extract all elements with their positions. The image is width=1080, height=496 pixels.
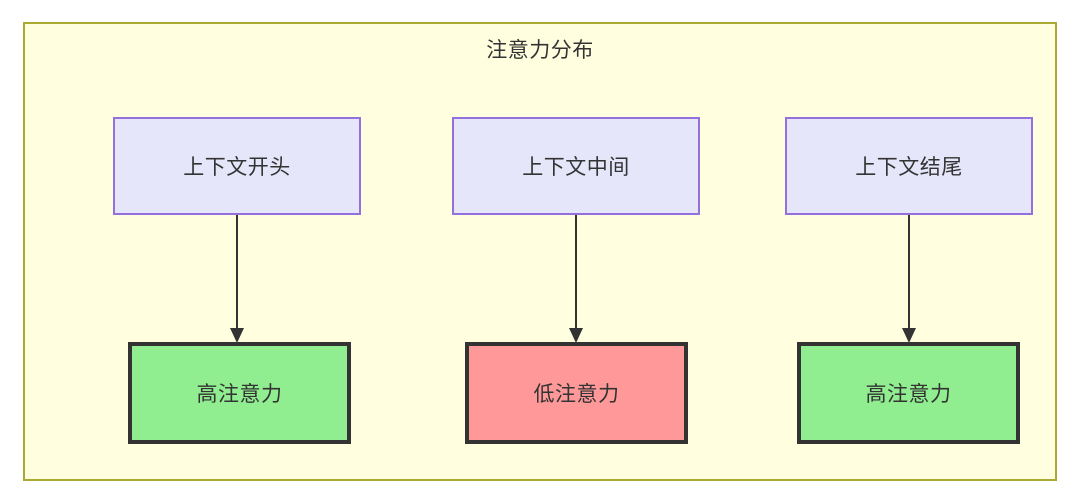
node-context-end[interactable]: 上下文结尾 xyxy=(785,117,1033,215)
node-label: 低注意力 xyxy=(533,383,620,406)
node-attention-high-end[interactable]: 高注意力 xyxy=(797,342,1020,444)
node-label: 高注意力 xyxy=(196,383,283,406)
node-label: 上下文开头 xyxy=(183,156,291,179)
node-label: 上下文结尾 xyxy=(855,156,963,179)
attention-distribution-subgraph: 注意力分布 上下文开头 上下文中间 上下文结尾 xyxy=(23,22,1057,481)
node-attention-low-middle[interactable]: 低注意力 xyxy=(465,342,688,444)
edge-context-middle-to-attention xyxy=(565,215,587,343)
arrow-down-icon xyxy=(230,215,244,343)
arrow-down-icon xyxy=(569,215,583,343)
node-context-middle[interactable]: 上下文中间 xyxy=(452,117,700,215)
arrow-down-icon xyxy=(902,215,916,343)
diagram-title: 注意力分布 xyxy=(486,39,594,62)
node-context-start[interactable]: 上下文开头 xyxy=(113,117,361,215)
node-label: 上下文中间 xyxy=(522,156,630,179)
node-attention-high-start[interactable]: 高注意力 xyxy=(128,342,351,444)
node-label: 高注意力 xyxy=(865,383,952,406)
edge-context-start-to-attention xyxy=(226,215,248,343)
edge-context-end-to-attention xyxy=(898,215,920,343)
